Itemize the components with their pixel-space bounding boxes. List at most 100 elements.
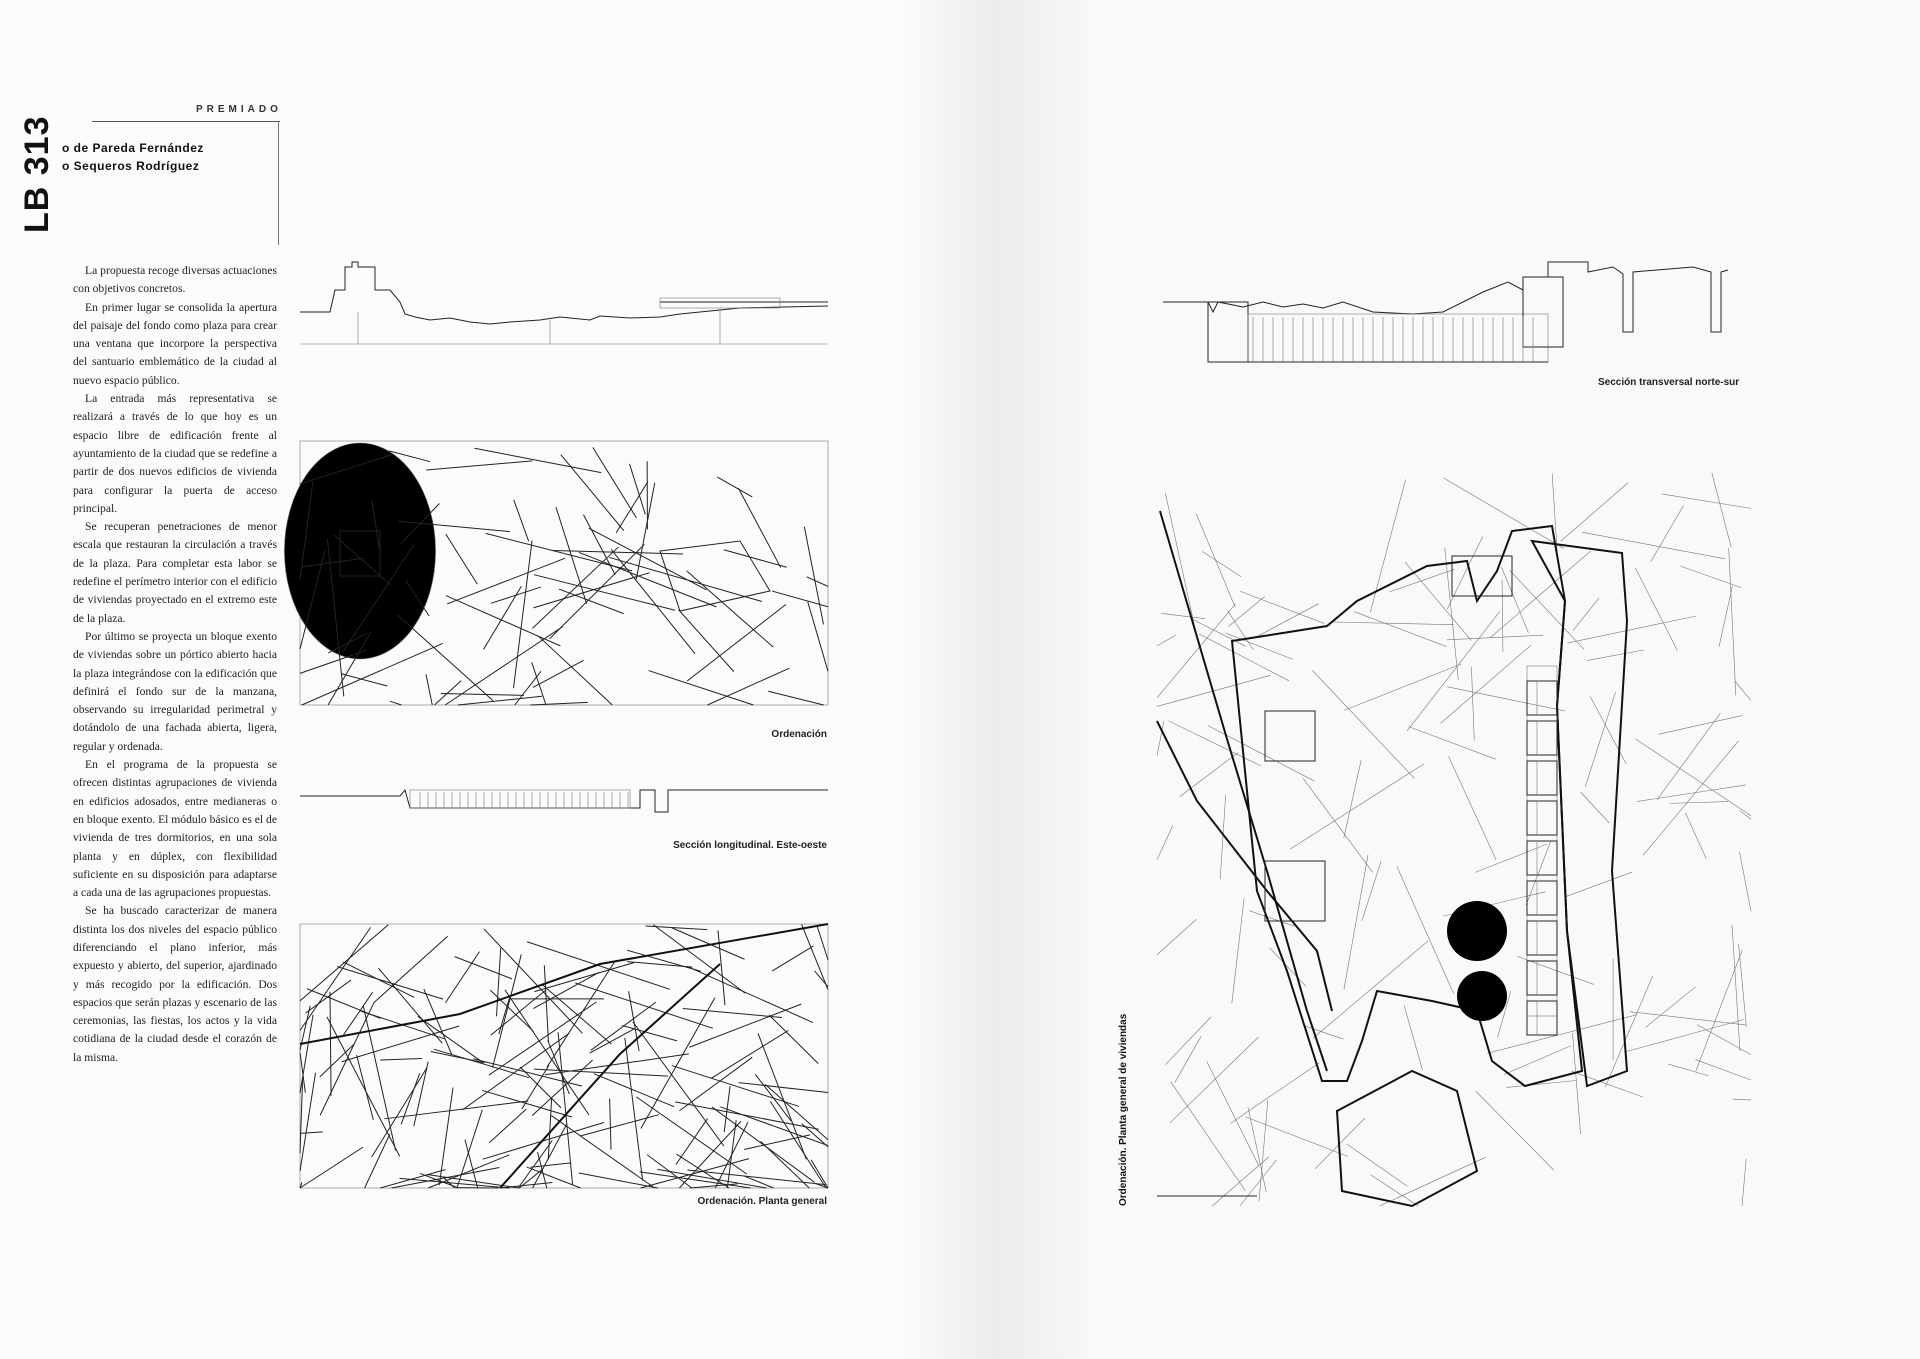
parcel-line xyxy=(593,1073,675,1108)
parcel-line xyxy=(815,1183,829,1189)
parcel-line xyxy=(1156,603,1236,698)
parcel-line xyxy=(462,1032,570,1111)
parcel-line xyxy=(454,956,513,980)
parcel-line xyxy=(578,1172,659,1189)
parcel-line xyxy=(1258,1099,1269,1202)
parcel-line xyxy=(483,586,522,650)
parcel-line xyxy=(801,924,829,990)
parcel-line xyxy=(1179,752,1238,797)
parcel-line xyxy=(1312,670,1415,779)
parcel-line xyxy=(342,544,415,653)
left-page xyxy=(0,0,930,1359)
parcel-line xyxy=(720,1106,829,1147)
parcel-line xyxy=(341,991,374,1038)
parcel-line xyxy=(689,1003,802,1048)
parcel-line xyxy=(456,1109,483,1189)
parcel-line xyxy=(1302,778,1373,873)
parcel-line xyxy=(1206,1061,1259,1166)
dwelling-unit xyxy=(1526,760,1558,796)
parcel-line xyxy=(1656,712,1721,800)
parcel-line xyxy=(1446,536,1484,610)
parcel-line xyxy=(806,576,829,587)
parcel-line xyxy=(400,1073,421,1125)
parcel-line xyxy=(1290,763,1425,850)
paragraph: La entrada más representativa se realiza… xyxy=(73,392,277,515)
parcel-line xyxy=(319,1002,375,1116)
parcel-line xyxy=(299,481,314,581)
parcel-line xyxy=(1560,482,1629,542)
parcel-line xyxy=(624,1037,644,1181)
parcel-line xyxy=(438,1087,454,1186)
parcel-line xyxy=(464,1139,479,1189)
parcel-line xyxy=(610,549,696,655)
parcel-line xyxy=(1635,738,1752,817)
dwelling-unit xyxy=(1526,880,1558,916)
parcel-line xyxy=(490,989,546,1036)
parcel-line xyxy=(489,989,534,1032)
parcel-line xyxy=(299,1131,323,1134)
parcel-line xyxy=(768,690,824,706)
parcel-line xyxy=(1731,924,1741,1051)
parcel-line xyxy=(1156,919,1197,955)
parcel-line xyxy=(1732,1098,1752,1101)
parcel-line xyxy=(1581,531,1726,560)
parcel-line xyxy=(810,1159,829,1189)
parcel-line xyxy=(534,962,635,993)
parcel-line xyxy=(1475,843,1548,873)
parcel-line xyxy=(1396,866,1455,994)
parcel-line xyxy=(549,543,645,640)
parcel-line xyxy=(380,1057,423,1061)
parcel-line xyxy=(1447,686,1566,712)
parcel-line xyxy=(299,1014,314,1094)
parcel-line xyxy=(671,1065,800,1107)
section-label: PREMIADO xyxy=(196,104,282,115)
site-section-drawing xyxy=(300,261,829,345)
parcel-line xyxy=(1566,871,1633,897)
dwelling-unit xyxy=(1526,960,1558,996)
parcel-line xyxy=(1728,548,1737,696)
parcel-line xyxy=(500,1182,553,1189)
parcel-line xyxy=(1635,567,1678,651)
parcel-line xyxy=(682,1007,783,1019)
parcel-line xyxy=(1637,784,1747,802)
parcel-line xyxy=(1489,550,1592,639)
parcel-line xyxy=(648,670,754,706)
parcel-line xyxy=(707,667,790,706)
parcel-line xyxy=(671,927,745,960)
paragraph: En primer lugar se consolida la apertura… xyxy=(73,300,277,387)
parcel-line xyxy=(1343,760,1362,839)
parcel-line xyxy=(1718,585,1733,647)
parcel-line xyxy=(1443,477,1564,549)
map-frame xyxy=(299,923,829,1189)
parcel-line xyxy=(518,1168,544,1189)
parcel-line xyxy=(532,659,584,688)
parcel-line xyxy=(1711,472,1732,548)
parcel-line xyxy=(426,1173,520,1189)
parcel-line xyxy=(1343,854,1369,990)
parcel-line xyxy=(814,970,829,988)
parcel-line xyxy=(521,1065,550,1110)
parcel-line xyxy=(687,1169,827,1186)
parcel-line xyxy=(329,991,332,1096)
parcel-line xyxy=(1739,851,1752,912)
parcel-line xyxy=(1190,618,1246,647)
parcel-line xyxy=(388,450,431,463)
parcel-line xyxy=(1741,1158,1747,1207)
parcel-line xyxy=(533,572,650,609)
parcel-line xyxy=(1696,1024,1752,1055)
parcel-line xyxy=(555,507,588,604)
parcel-line xyxy=(495,947,502,1017)
parcel-line xyxy=(1584,692,1616,788)
parcel-line xyxy=(744,1134,811,1150)
parcel-line xyxy=(1667,1063,1709,1077)
parcel-line xyxy=(1629,1011,1746,1026)
parcel-line xyxy=(1501,567,1529,633)
parcel-line xyxy=(444,626,564,706)
dwelling-unit xyxy=(1526,1000,1558,1036)
parcel-line xyxy=(1734,680,1752,701)
parcel-line xyxy=(1225,632,1293,660)
parcel-line xyxy=(485,532,633,572)
parcel-line xyxy=(1567,615,1697,644)
parcel-line xyxy=(1156,721,1165,756)
parcel-line xyxy=(490,586,542,604)
